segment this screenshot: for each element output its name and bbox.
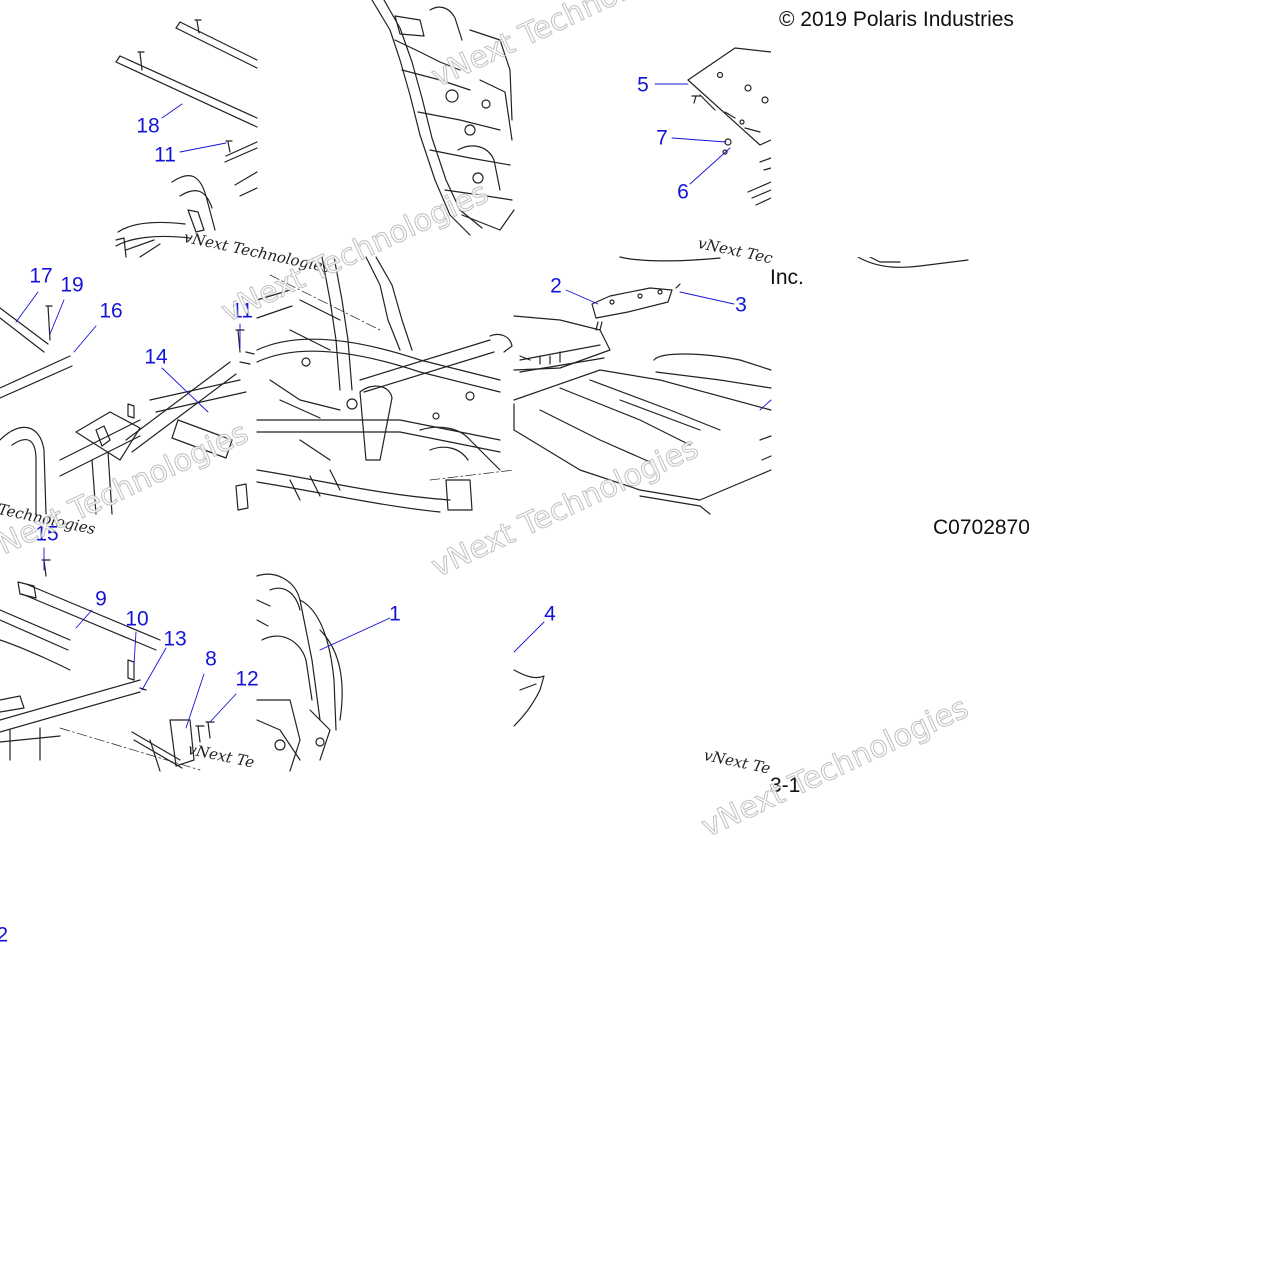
skid-plate-group [687, 47, 772, 206]
callout-5[interactable]: 5 [637, 73, 649, 97]
callout-8[interactable]: 8 [205, 647, 217, 671]
callout-10[interactable]: 10 [125, 607, 149, 631]
callout-2[interactable]: 2 [550, 274, 562, 298]
callout-7[interactable]: 7 [656, 126, 668, 150]
callout-17[interactable]: 17 [29, 264, 53, 288]
callout-15[interactable]: 15 [35, 522, 59, 546]
floor-pan-group [513, 256, 772, 515]
callout-19[interactable]: 19 [60, 273, 84, 297]
lower-front-group [0, 559, 215, 772]
copyright-tail-text: Inc. [770, 266, 804, 289]
skid-fragment-group [513, 669, 545, 727]
page-number-fragment: 3-1 [770, 774, 801, 797]
callout-13[interactable]: 13 [163, 627, 187, 651]
callout-6[interactable]: 6 [677, 180, 689, 204]
blank-region [771, 514, 1028, 771]
callout-18[interactable]: 18 [136, 114, 160, 138]
callout-14[interactable]: 14 [144, 345, 168, 369]
main-frame-group [256, 256, 513, 513]
front-rail-group [0, 305, 255, 515]
centerlines [59, 274, 515, 771]
upper-rail-group [115, 19, 258, 258]
callout-9[interactable]: 9 [95, 587, 107, 611]
callout-12[interactable]: 12 [235, 667, 259, 691]
callout-11-upper[interactable]: 11 [154, 143, 176, 167]
blank-region [0, 1028, 1285, 1285]
callout-1[interactable]: 1 [389, 602, 401, 626]
callout-11-lower[interactable]: 11 [231, 299, 253, 323]
callout-16[interactable]: 16 [99, 299, 123, 323]
leader-lines [15, 83, 772, 729]
copyright-text: © 2019 Polaris Industries [779, 8, 1014, 31]
callout-2-edge[interactable]: 2 [0, 923, 9, 947]
drawing-code: C0702870 [933, 516, 1029, 539]
callout-4[interactable]: 4 [544, 602, 556, 626]
callout-3[interactable]: 3 [735, 293, 747, 317]
rear-frame-group [371, 0, 515, 236]
bumper-fragment-group [857, 256, 969, 268]
front-frame-group [256, 573, 343, 772]
